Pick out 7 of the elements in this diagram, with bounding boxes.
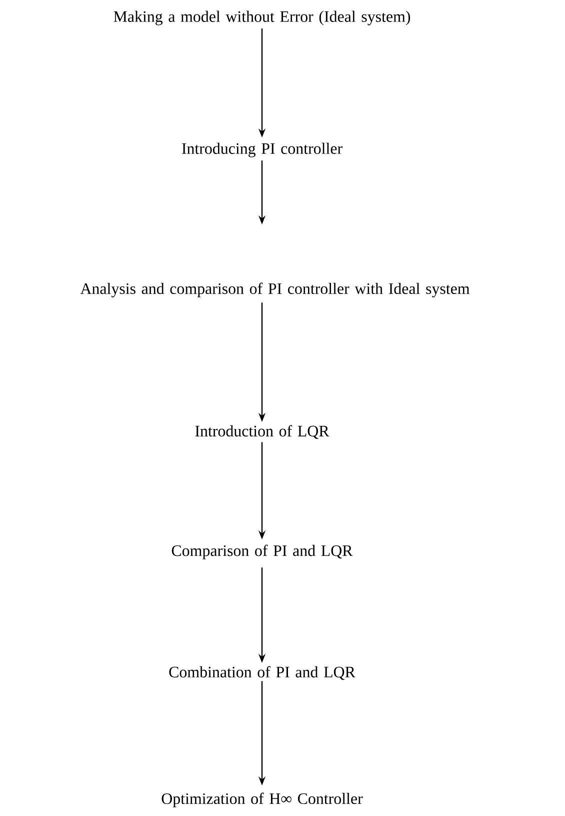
step-text: Combination of PI and LQR	[169, 666, 356, 680]
step-text: Making a model without Error (Ideal system)	[114, 10, 410, 26]
step-text: Introduction of LQR	[195, 425, 330, 439]
step-text: Introducing PI controller	[182, 142, 342, 158]
step-text: Comparison of PI and LQR	[172, 544, 353, 560]
step-text: Optimization of H∞ Controller	[162, 792, 363, 808]
step-text: Analysis and comparison of PI controller with Ideal system	[80, 282, 470, 298]
